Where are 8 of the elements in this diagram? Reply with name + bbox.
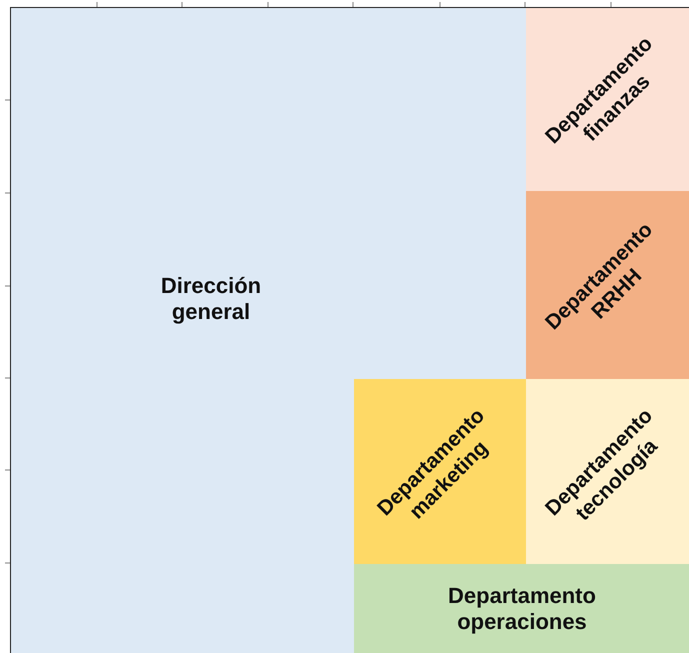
department-block [354,564,689,653]
department-block [526,8,689,191]
department-block [11,8,689,653]
department-block [354,379,526,564]
department-label: Dirección general [160,273,262,326]
department-block [526,191,689,379]
department-label: Departamento operaciones [447,582,597,636]
department-block [526,379,689,564]
